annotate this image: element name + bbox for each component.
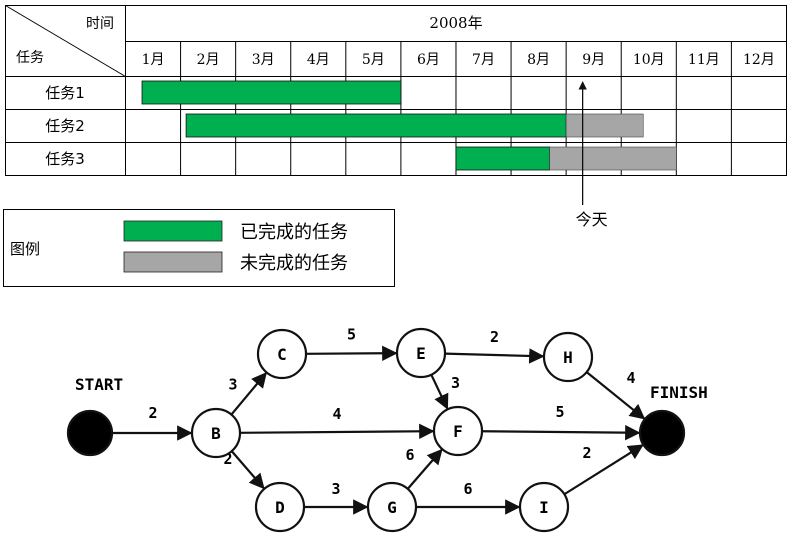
month-label: 1月 xyxy=(142,52,165,68)
node-f xyxy=(432,405,484,457)
node-label: B xyxy=(211,424,221,443)
edge-weight: 2 xyxy=(223,450,232,468)
month-label: 9月 xyxy=(582,52,605,68)
month-label: 7月 xyxy=(472,52,495,68)
node-label: F xyxy=(453,422,463,441)
network-diagram: 2 3 4 2 5 2 3 3 6 6 5 4 2 B C D E F G H I START FINISH xyxy=(66,326,708,533)
edge-arrow xyxy=(406,448,443,490)
node-i xyxy=(518,481,570,533)
edge-arrow xyxy=(230,450,265,490)
node-label: H xyxy=(563,348,573,367)
node-c xyxy=(256,328,308,380)
node-d xyxy=(254,481,306,533)
completed-bar xyxy=(141,80,402,105)
edge-weight: 2 xyxy=(582,444,591,462)
edge-arrow xyxy=(230,372,267,416)
node-g xyxy=(366,481,418,533)
node-h xyxy=(542,331,594,383)
task-label: 任务1 xyxy=(45,84,85,102)
task-label: 任务2 xyxy=(45,117,85,135)
edge-weight: 3 xyxy=(451,374,460,392)
edge-weight: 3 xyxy=(228,376,237,394)
month-label: 12月 xyxy=(743,52,775,68)
node-start xyxy=(66,409,114,457)
month-label: 10月 xyxy=(633,52,665,68)
edge-arrow xyxy=(430,374,449,410)
edge-arrow xyxy=(239,423,435,440)
node-label: D xyxy=(275,498,285,517)
legend-box xyxy=(3,209,395,287)
month-label: 4月 xyxy=(307,52,330,68)
legend-swatch xyxy=(123,220,223,242)
edge-arrow xyxy=(444,348,545,364)
today-marker: 今天 xyxy=(576,81,608,229)
month-label: 5月 xyxy=(362,52,385,68)
edge-arrow xyxy=(305,345,398,361)
node-label: E xyxy=(416,344,426,363)
completed-bar xyxy=(455,146,551,171)
remaining-bar xyxy=(565,113,644,138)
edge-weight: 5 xyxy=(555,403,564,421)
legend-item-label: 未完成的任务 xyxy=(240,253,348,274)
node-finish xyxy=(638,409,686,457)
node-b xyxy=(190,407,242,459)
edge-arrow xyxy=(481,424,641,441)
task-label: 任务3 xyxy=(45,150,85,168)
month-label: 6月 xyxy=(417,52,440,68)
finish-label: FINISH xyxy=(650,383,708,402)
completed-bar xyxy=(185,113,567,138)
edge-weight: 4 xyxy=(332,405,341,423)
header-task-label: 任务 xyxy=(16,50,44,66)
node-label: G xyxy=(387,498,397,517)
edge-arrow xyxy=(563,444,644,496)
remaining-bar xyxy=(549,146,677,171)
node-label: C xyxy=(277,345,287,364)
month-label: 2月 xyxy=(197,52,220,68)
header-time-label: 时间 xyxy=(86,16,114,32)
edge-weight: 4 xyxy=(626,369,635,387)
node-label: I xyxy=(539,498,549,517)
edge-weight: 3 xyxy=(331,480,340,498)
edge-arrow xyxy=(585,371,646,420)
edge-weight: 2 xyxy=(148,404,157,422)
year-label: 2008年 xyxy=(429,14,482,32)
edge-weight: 6 xyxy=(405,446,414,464)
month-label: 8月 xyxy=(527,52,550,68)
edge-weight: 6 xyxy=(463,480,472,498)
today-label: 今天 xyxy=(576,210,608,229)
edge-weight: 2 xyxy=(490,328,499,346)
gantt-grid xyxy=(5,5,787,176)
legend-swatch xyxy=(123,251,223,273)
node-e xyxy=(395,327,447,379)
month-label: 11月 xyxy=(688,52,720,68)
month-label: 3月 xyxy=(252,52,275,68)
start-label: START xyxy=(75,375,123,394)
legend-title: 图例 xyxy=(10,240,40,258)
legend-item-label: 已完成的任务 xyxy=(240,222,348,243)
edge-weight: 5 xyxy=(347,326,356,344)
